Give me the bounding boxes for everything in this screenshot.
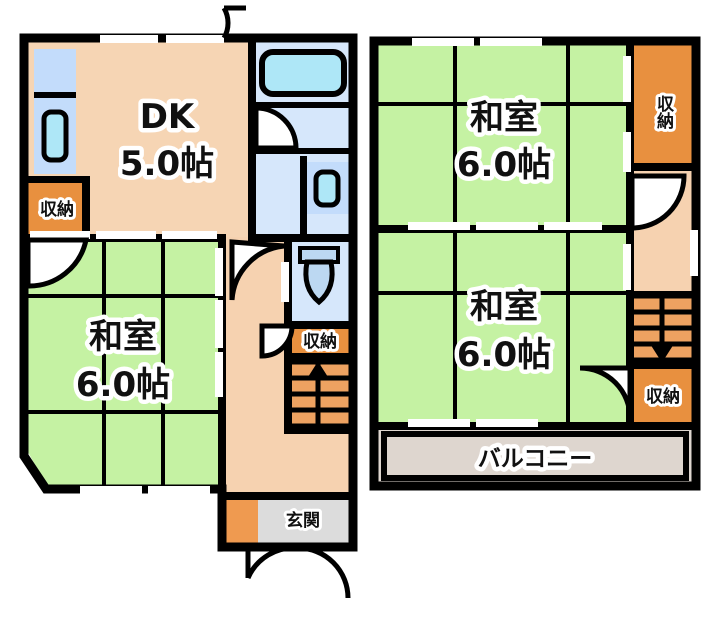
wall-closet-dk-top <box>24 176 90 183</box>
wall-closet-hall-bottom <box>288 353 353 361</box>
opening-hall-c <box>623 244 631 290</box>
window-w1-bottom-1 <box>80 486 142 494</box>
wall-toilet-bottom <box>288 321 353 329</box>
closet-hall-fill <box>292 326 349 354</box>
closet-dk-door-swing <box>25 237 90 289</box>
stairs-down-group <box>632 293 692 363</box>
floor2-tatami-seams <box>378 45 630 424</box>
sliding-door-dk-w1-a <box>30 231 90 239</box>
room-washitsu3-label-line2: 6.0帖 <box>457 335 551 375</box>
window-dk-top-2 <box>166 35 224 43</box>
window-2f-top-2 <box>480 38 542 46</box>
lavatory-sink-icon <box>313 169 341 208</box>
bathtub-icon <box>259 49 347 97</box>
window-dk-top-1 <box>100 35 158 43</box>
sliding-2f-balcony-2 <box>476 419 538 427</box>
entrance-floor-fill <box>258 497 349 543</box>
opening-hall-a <box>623 56 631 102</box>
room-washitsu2-label-line1: 和室 <box>470 98 538 138</box>
floor-2-plan: 収納 収納 <box>369 36 701 491</box>
balcony-rail <box>381 431 689 481</box>
sliding-door-w1-corridor-b <box>215 300 223 348</box>
kitchen-counter-group <box>34 49 76 174</box>
sliding-door-dk-w1-b <box>96 231 156 239</box>
sliding-door-dk-w1-c <box>162 231 217 239</box>
floor1-labels: DK 5.0帖 和室 6.0帖 <box>71 93 218 410</box>
sliding-2f-mid-1 <box>408 222 470 230</box>
wall-stairs-bottom <box>284 426 353 434</box>
bath-partition-wall <box>252 102 349 108</box>
closet-dk-label: 収納 <box>40 199 74 220</box>
wall-hall-left <box>626 41 634 424</box>
room-dk-label-line1: DK <box>140 97 196 137</box>
floor2-openings <box>408 38 698 427</box>
stairs-up-group <box>287 359 349 429</box>
closet-2f-top-fill <box>634 45 692 167</box>
door-swing-2f-lower <box>579 365 633 419</box>
entrance-group: 玄関 <box>222 497 351 599</box>
floor2-labels: 和室 6.0帖 和室 6.0帖 バルコニー <box>452 94 596 477</box>
closet-hall: 収納 <box>292 326 349 355</box>
closet-2f-bottom: 収納 <box>634 368 692 424</box>
sliding-door-w1-corridor-a <box>215 248 223 296</box>
washitsu1-tatami-seams <box>28 240 222 485</box>
window-w1-bottom-2 <box>148 486 210 494</box>
wall-dk-wetzone <box>248 38 256 238</box>
sliding-2f-mid-2 <box>476 222 538 230</box>
wall-closet2f-top-bottom <box>630 163 696 171</box>
floor2-outer-wall <box>369 36 701 491</box>
floor-1-plan: 収納 収納 <box>19 5 358 599</box>
floor1-openings <box>25 5 295 494</box>
room-washitsu3-label-line1: 和室 <box>470 287 538 327</box>
room-washitsu1-label-line2: 6.0帖 <box>76 365 170 405</box>
room-dk-label-line2: 5.0帖 <box>120 144 214 184</box>
stairs-down-arrow <box>650 300 674 363</box>
room-washitsu3-fill <box>378 232 630 424</box>
room-washitsu1-fill <box>28 240 222 485</box>
door-swing-2f-upper <box>629 173 687 231</box>
toilet-group <box>298 246 340 306</box>
dk-top-door-swing <box>221 5 246 40</box>
bathroom-group <box>252 49 349 214</box>
window-2f-top-1 <box>412 38 474 46</box>
kitchen-sink-icon <box>41 109 69 163</box>
bathroom-door-swing <box>253 105 299 151</box>
kitchen-counter-divider <box>34 92 76 98</box>
floor1-outer-wall <box>19 33 358 552</box>
room-washitsu2-fill <box>378 45 630 228</box>
stairs-up-arrow <box>306 361 330 400</box>
closet-hall-door-swing <box>259 323 295 359</box>
closet-2f-bottom-label: 収納 <box>646 386 680 407</box>
closet-2f-top: 収納 <box>634 45 692 167</box>
toilet-bowl-icon <box>303 259 335 306</box>
sliding-2f-balcony-1 <box>408 419 470 427</box>
closet-dk: 収納 <box>28 180 86 237</box>
closet-hall-label: 収納 <box>303 331 337 352</box>
closet-2f-top-label-char1: 収納 <box>653 95 674 130</box>
entrance-step-fill <box>222 497 258 543</box>
wall-lavatory-left <box>300 156 307 238</box>
wall-stairs2f-bottom <box>630 362 696 369</box>
closet-2f-bottom-fill <box>634 368 692 424</box>
room-washitsu2-label-line2: 6.0帖 <box>457 145 551 185</box>
wall-stairs2f-top <box>630 291 696 298</box>
sliding-2f-mid-3 <box>544 222 602 230</box>
balcony-label: バルコニー <box>478 446 593 472</box>
sliding-door-w1-corridor-c <box>215 352 223 397</box>
wall-closet-dk-right <box>82 176 90 238</box>
room-washitsu1-label-line1: 和室 <box>89 317 157 357</box>
entrance-label: 玄関 <box>286 510 320 531</box>
toilet-door-gap <box>281 262 289 302</box>
wall-entrance-top <box>222 492 353 500</box>
bath-lower-wall <box>252 148 349 154</box>
closet-dk-fill <box>28 180 86 237</box>
corridor-door-swing-1 <box>229 239 285 301</box>
opening-hall-b <box>623 132 631 172</box>
opening-hall-d <box>690 230 698 276</box>
